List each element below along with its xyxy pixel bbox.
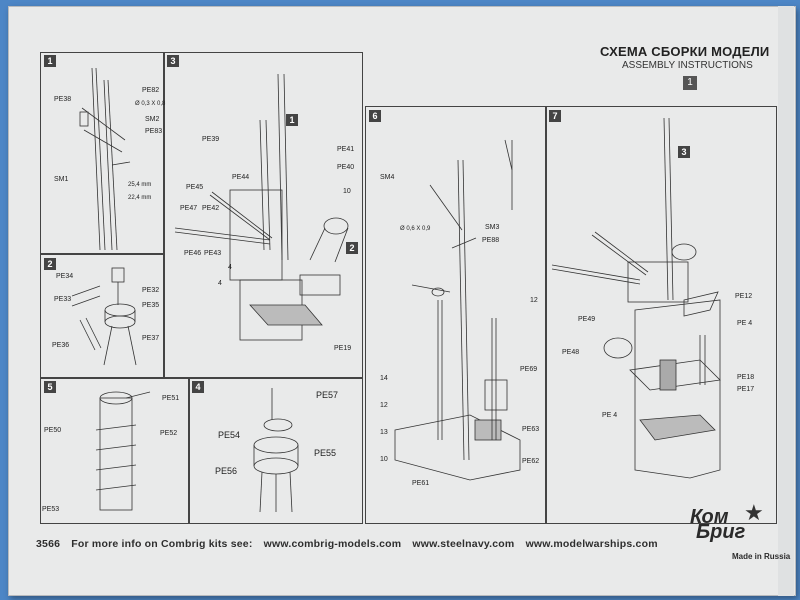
title-russian: СХЕМА СБОРКИ МОДЕЛИ (600, 44, 770, 59)
part-label-pe50: PE50 (44, 427, 62, 434)
part-label-13: 13 (380, 429, 388, 436)
part-label-pe54: PE54 (218, 430, 241, 440)
part-label-pe53: PE53 (42, 506, 60, 513)
panel-step-4 (188, 378, 363, 524)
part-label-pe46: PE46 (184, 250, 202, 257)
panel-step-6 (365, 106, 547, 524)
part-label-4: 4 (228, 264, 232, 271)
part-label-pe82: PE82 (142, 87, 160, 94)
logo-line-1: Ком (690, 506, 729, 528)
panel-step-5 (40, 378, 190, 524)
part-label-pe18: PE18 (737, 374, 755, 381)
part-label-pe47: PE47 (180, 205, 198, 212)
part-label-pe61: PE61 (412, 480, 430, 487)
dimension-label: 25,4 mm (128, 182, 152, 188)
part-label-pe49: PE49 (578, 316, 596, 323)
part-label-pe88: PE88 (482, 237, 500, 244)
part-label-sm1: SM1 (54, 176, 69, 183)
part-label-pe51: PE51 (162, 395, 180, 402)
step-number-7: 7 (549, 110, 561, 122)
mast-deck-drawing-step6 (394, 139, 521, 481)
step-number-1: 1 (44, 55, 56, 67)
part-label-pe41: PE41 (337, 146, 355, 153)
step-number-5: 5 (44, 381, 56, 393)
part-label-pe43: PE43 (204, 250, 222, 257)
part-label-sm4: SM4 (380, 174, 395, 181)
part-label-pe36: PE36 (52, 342, 70, 349)
part-label-pe32: PE32 (142, 287, 160, 294)
step-number-4: 4 (192, 381, 204, 393)
part-label-pe63: PE63 (522, 426, 540, 433)
panel-step-2 (40, 254, 165, 378)
part-label-pe39: PE39 (202, 136, 220, 143)
mast-drawing-step1 (79, 67, 131, 251)
platform-drawing-step2 (71, 267, 137, 366)
part-label-pe37: PE37 (142, 335, 160, 342)
footer-text: For more info on Combrig kits see: (71, 538, 253, 550)
footer-link-combrig[interactable]: www.combrig-models.com (263, 538, 402, 550)
part-label-pe55: PE55 (314, 448, 337, 458)
part-label-12: 12 (530, 297, 538, 304)
part-label-pe52: PE52 (160, 430, 178, 437)
made-in-russia: Made in Russia (732, 552, 791, 561)
logo-line-2: Бриг (696, 521, 746, 543)
callout-subassembly-1: 1 (286, 114, 298, 126)
part-label-pe4: PE 4 (602, 412, 618, 419)
part-label-pe57: PE57 (316, 390, 339, 400)
part-label-pe40: PE40 (337, 164, 355, 171)
part-label-pe4: PE 4 (737, 320, 753, 327)
part-label-sm3: SM3 (485, 224, 500, 231)
step-number-3: 3 (167, 55, 179, 67)
part-label-pe45: PE45 (186, 184, 204, 191)
part-label-pe62: PE62 (522, 458, 540, 465)
complete-assembly-drawing-step7 (551, 117, 721, 479)
column-drawing-step5 (95, 391, 151, 511)
part-label-12: 12 (380, 402, 388, 409)
part-label-10: 10 (380, 456, 388, 463)
part-label-pe44: PE44 (232, 174, 250, 181)
kit-code: 3566 (36, 538, 61, 550)
part-label-pe38: PE38 (54, 96, 72, 103)
footer-info: 3566 For more info on Combrig kits see: … (36, 538, 666, 550)
superstructure-drawing-step3 (174, 73, 349, 341)
part-label-pe48: PE48 (562, 349, 580, 356)
footer-link-steelnavy[interactable]: www.steelnavy.com (412, 538, 515, 550)
step-number-2: 2 (44, 258, 56, 270)
part-label-sm2: SM2 (145, 116, 160, 123)
part-label-pe35: PE35 (142, 302, 160, 309)
part-label-pe34: PE34 (56, 273, 74, 280)
panel-step-1 (40, 52, 165, 254)
part-label-pe56: PE56 (215, 466, 238, 476)
dimension-label: 22,4 mm (128, 195, 152, 201)
footer-link-modelwarships[interactable]: www.modelwarships.com (525, 538, 658, 550)
combrig-logo: Ком ★ Бриг Made in Russia (690, 500, 790, 561)
part-label-pe12: PE12 (735, 293, 753, 300)
part-label-14: 14 (380, 375, 388, 382)
part-label-pe33: PE33 (54, 296, 72, 303)
dimension-label: Ø 0,6 X 0,9 (400, 226, 431, 232)
part-label-pe83: PE83 (145, 128, 163, 135)
callout-subassembly-2: 2 (346, 242, 358, 254)
step-number-6: 6 (369, 110, 381, 122)
instruction-sheet (8, 6, 796, 596)
panel-step-3 (163, 52, 363, 378)
part-label-pe17: PE17 (737, 386, 755, 393)
star-icon: ★ (744, 500, 764, 525)
part-label-10: 10 (343, 188, 351, 195)
part-label-pe69: PE69 (520, 366, 538, 373)
title-english: ASSEMBLY INSTRUCTIONS (622, 60, 753, 71)
sheet-number-badge: 1 (683, 76, 697, 90)
top-platform-drawing-step4 (253, 388, 299, 513)
sheet-edge (778, 6, 794, 596)
dimension-label: Ø 0,3 X 0,8 (135, 101, 166, 107)
part-label-4: 4 (218, 280, 222, 287)
part-label-pe19: PE19 (334, 345, 352, 352)
callout-subassembly-3: 3 (678, 146, 690, 158)
panel-step-7 (545, 106, 777, 524)
part-label-pe42: PE42 (202, 205, 220, 212)
